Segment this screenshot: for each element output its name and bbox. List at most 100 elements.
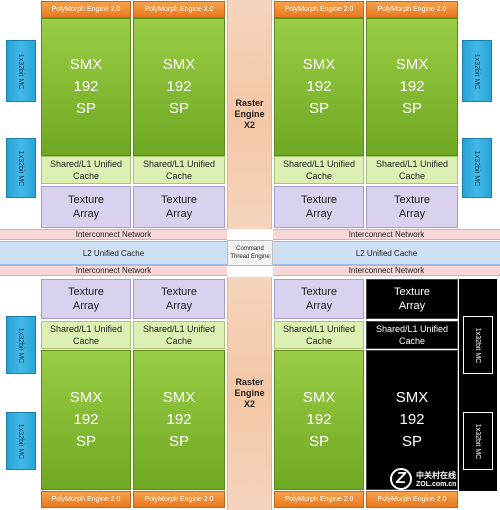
- cache-line1: Shared/L1 Unified: [142, 324, 216, 334]
- cache-line2: Cache: [165, 171, 192, 181]
- l2-cache-right: L2 Unified Cache: [273, 241, 500, 265]
- smx-name: SMX: [302, 56, 336, 73]
- polymorph-engine-bottom-2: PolyMorph Engine 2.0: [133, 491, 225, 508]
- texture-line1: Texture: [300, 286, 338, 298]
- cache-line2: Cache: [398, 336, 425, 346]
- mc-label: 1x32bit MC: [474, 423, 482, 459]
- watermark-site: ZOL.com.cn: [416, 481, 457, 488]
- smx-block-bottom-3: SMX 192 SP: [274, 350, 364, 490]
- l2-label: L2 Unified Cache: [355, 248, 418, 258]
- mc-label: 1x32bit MC: [473, 53, 481, 89]
- cache-line1: Shared/L1 Unified: [375, 159, 449, 169]
- memory-controller-top-left-1: 1x32bit MC: [6, 40, 36, 102]
- texture-line2: Array: [72, 208, 100, 220]
- raster-line1: Raster: [235, 98, 264, 108]
- texture-line2: Array: [165, 300, 193, 312]
- raster-line2: Engine: [234, 388, 265, 398]
- polymorph-engine-bottom-1: PolyMorph Engine 2.0: [41, 491, 131, 508]
- polymorph-engine-top-1: PolyMorph Engine 2.0: [41, 1, 131, 18]
- smx-unit: SP: [168, 433, 189, 450]
- smx-cores: 192: [306, 78, 332, 95]
- smx-block-top-1: SMX 192 SP: [41, 18, 131, 156]
- smx-cores: 192: [399, 411, 425, 428]
- smx-name: SMX: [69, 389, 103, 406]
- polymorph-engine-top-4: PolyMorph Engine 2.0: [366, 1, 458, 18]
- cache-line1: Shared/L1 Unified: [282, 159, 356, 169]
- texture-line1: Texture: [300, 194, 338, 206]
- raster-engine-bottom: Raster Engine X2: [227, 277, 272, 510]
- texture-line1: Texture: [67, 286, 105, 298]
- mc-label: 1x32bit MC: [17, 150, 25, 186]
- smx-cores: 192: [399, 78, 425, 95]
- texture-line1: Texture: [160, 194, 198, 206]
- mc-label: 1x32bit MC: [17, 327, 25, 363]
- smx-unit: SP: [308, 433, 329, 450]
- interconnect-network-bottom-right: Interconnect Network: [273, 265, 500, 276]
- cache-line1: Shared/L1 Unified: [49, 159, 123, 169]
- polymorph-label: PolyMorph Engine 2.0: [377, 496, 447, 503]
- polymorph-label: PolyMorph Engine 2.0: [377, 6, 447, 13]
- polymorph-label: PolyMorph Engine 2.0: [284, 6, 354, 13]
- cache-line2: Cache: [305, 336, 332, 346]
- smx-name: SMX: [395, 56, 429, 73]
- mc-label: 1x32bit MC: [17, 53, 25, 89]
- polymorph-label: PolyMorph Engine 2.0: [51, 496, 121, 503]
- l2-label: L2 Unified Cache: [82, 248, 145, 258]
- interconnect-network-top-right: Interconnect Network: [273, 229, 500, 240]
- polymorph-engine-bottom-4: PolyMorph Engine 2.0: [366, 491, 458, 508]
- memory-controller-bottom-right-2-disabled: 1x32bit MC: [463, 412, 493, 470]
- smx-cores: 192: [306, 411, 332, 428]
- raster-line3: X2: [243, 399, 255, 409]
- texture-line2: Array: [398, 300, 426, 312]
- mc-label: 1x32bit MC: [17, 423, 25, 459]
- cache-line1: Shared/L1 Unified: [375, 324, 449, 334]
- network-label: Interconnect Network: [75, 266, 152, 275]
- smx-block-top-2: SMX 192 SP: [133, 18, 225, 156]
- l2-cache-left: L2 Unified Cache: [0, 241, 227, 265]
- smx-block-bottom-4-disabled: SMX 192 SP: [366, 350, 458, 490]
- smx-cores: 192: [166, 411, 192, 428]
- smx-unit: SP: [401, 100, 422, 117]
- smx-unit: SP: [75, 433, 96, 450]
- texture-line2: Array: [165, 208, 193, 220]
- raster-engine-top: Raster Engine X2: [227, 0, 272, 229]
- watermark-brand: 中关村在线: [416, 471, 456, 480]
- mc-label: 1x32bit MC: [474, 327, 482, 363]
- texture-line2: Array: [305, 300, 333, 312]
- memory-controller-bottom-left-1: 1x32bit MC: [6, 316, 36, 374]
- cache-line1: Shared/L1 Unified: [142, 159, 216, 169]
- smx-name: SMX: [162, 389, 196, 406]
- cache-line2: Cache: [398, 171, 425, 181]
- watermark-logo-letter: Z: [396, 470, 406, 487]
- smx-block-top-4: SMX 192 SP: [366, 18, 458, 156]
- polymorph-label: PolyMorph Engine 2.0: [284, 496, 354, 503]
- smx-name: SMX: [69, 56, 103, 73]
- smx-cores: 192: [73, 78, 99, 95]
- polymorph-engine-top-2: PolyMorph Engine 2.0: [133, 1, 225, 18]
- cache-line2: Cache: [165, 336, 192, 346]
- polymorph-engine-top-3: PolyMorph Engine 2.0: [274, 1, 364, 18]
- smx-cores: 192: [166, 78, 192, 95]
- smx-unit: SP: [75, 100, 96, 117]
- polymorph-label: PolyMorph Engine 2.0: [144, 6, 214, 13]
- texture-line2: Array: [305, 208, 333, 220]
- smx-block-top-3: SMX 192 SP: [274, 18, 364, 156]
- texture-line1: Texture: [160, 286, 198, 298]
- interconnect-network-top-left: Interconnect Network: [0, 229, 227, 240]
- smx-name: SMX: [162, 56, 196, 73]
- smx-name: SMX: [302, 389, 336, 406]
- smx-block-bottom-1: SMX 192 SP: [41, 350, 131, 490]
- smx-unit: SP: [168, 100, 189, 117]
- command-thread-engine: Command Thread Engine: [227, 240, 273, 266]
- raster-line1: Raster: [235, 377, 264, 387]
- texture-line1: Texture: [393, 286, 431, 298]
- smx-unit: SP: [401, 433, 422, 450]
